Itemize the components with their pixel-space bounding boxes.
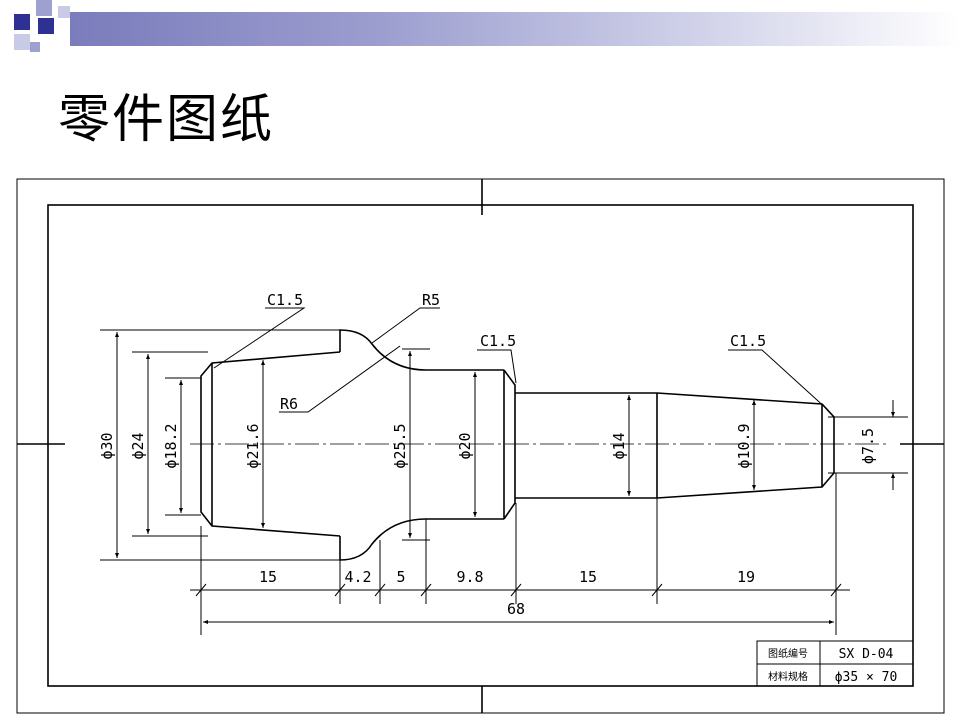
diameter-label: ϕ30 xyxy=(98,432,116,459)
diameter-dimension-lines xyxy=(115,332,895,558)
drawing-number-value: SX D-04 xyxy=(839,647,894,662)
dimension-labels: C1.5 R5 C1.5 C1.5 R6 ϕ30 ϕ24 ϕ18.2 ϕ21.6… xyxy=(98,291,877,618)
length-label: 5 xyxy=(396,568,405,586)
title-block: 图纸编号 SX D-04 材料规格 ϕ35 × 70 xyxy=(756,640,914,687)
extension-lines xyxy=(100,329,908,635)
decor-square xyxy=(38,18,54,34)
decor-square xyxy=(36,0,52,16)
header-gradient-bar xyxy=(70,12,960,46)
total-length-label: 68 xyxy=(507,600,525,618)
decor-square xyxy=(14,34,30,50)
chamfer-label: C1.5 xyxy=(267,291,303,309)
material-spec-value: ϕ35 × 70 xyxy=(835,670,898,685)
length-dimension-lines xyxy=(190,583,850,624)
material-spec-label: 材料规格 xyxy=(768,670,808,683)
diameter-label: ϕ14 xyxy=(610,432,628,459)
slide-title: 零件图纸 xyxy=(58,90,275,150)
length-label: 9.8 xyxy=(456,568,483,586)
diameter-label: ϕ24 xyxy=(129,432,147,459)
diameter-label: ϕ21.6 xyxy=(244,423,262,468)
centering-marks xyxy=(17,179,944,713)
radius-r6-label: R6 xyxy=(280,395,298,413)
drawing-inner-frame xyxy=(47,204,914,687)
decor-square xyxy=(58,6,70,18)
decor-square xyxy=(14,14,30,30)
length-label: 19 xyxy=(737,568,755,586)
radius-r5-label: R5 xyxy=(422,291,440,309)
length-label: 4.2 xyxy=(344,568,371,586)
decor-square xyxy=(30,42,40,52)
length-label: 15 xyxy=(259,568,277,586)
chamfer-label: C1.5 xyxy=(730,332,766,350)
shaft-outline xyxy=(200,329,835,561)
diameter-label: ϕ20 xyxy=(456,432,474,459)
slide-header-banner xyxy=(0,0,960,60)
length-label: 15 xyxy=(579,568,597,586)
diameter-label: ϕ10.9 xyxy=(735,423,753,468)
chamfer-label: C1.5 xyxy=(480,332,516,350)
drawing-outer-frame xyxy=(16,178,945,714)
diameter-label: ϕ18.2 xyxy=(162,423,180,468)
diameter-label: ϕ25.5 xyxy=(391,423,409,468)
diameter-label: ϕ7.5 xyxy=(859,428,877,464)
leader-lines xyxy=(213,307,829,413)
drawing-number-label: 图纸编号 xyxy=(768,647,808,660)
